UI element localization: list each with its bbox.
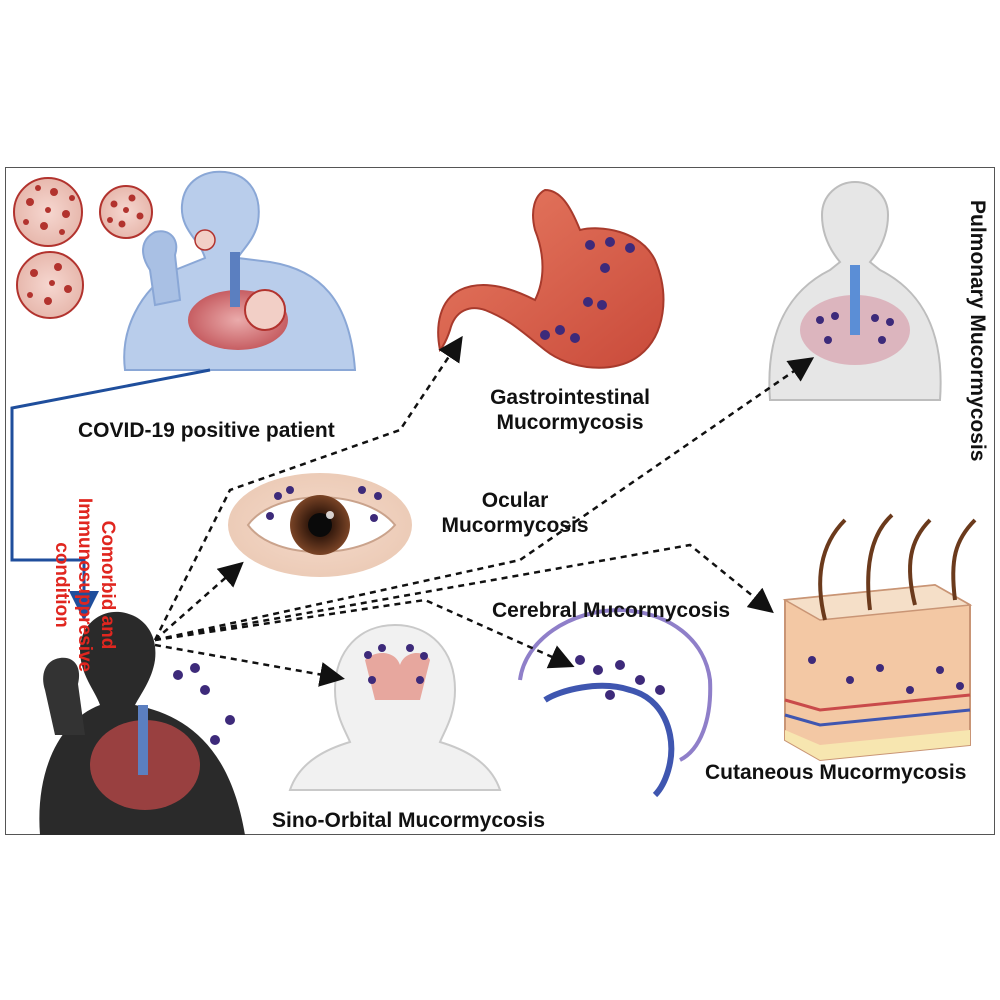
diagram-border [5,167,995,835]
arrow-to-sino-orbital [154,643,345,687]
gastro-label-line2: Mucormycosis [496,411,644,435]
spread-arrows [153,335,815,687]
ocular-label: Ocular Mucormycosis [415,488,615,538]
ocular-label-line1: Ocular [481,489,549,512]
dark-patient-icon [39,611,246,835]
brain-icon [518,607,713,798]
arrow-to-cerebral [154,598,575,669]
comorbid-label: Comorbid and Immunosuppresive condition [51,497,118,673]
sino-orbital-label: Sino-Orbital Mucormycosis [272,809,546,832]
cutaneous-label: Cutaneous Mucormycosis [705,761,967,784]
stomach-icon [437,188,665,369]
eye-icon [228,473,412,577]
covid-patient-label: COVID-19 positive patient [78,419,335,442]
ocular-label-line2: Mucormycosis [441,514,589,538]
coughing-patient-icon [123,170,357,371]
arrow-to-pulmonary [154,357,815,642]
arrow-to-cutaneous [154,543,774,642]
skin-layers-icon [782,513,977,762]
pulmonary-body-icon [768,180,942,401]
gastro-label-line1: Gastrointestinal [490,386,650,409]
cerebral-label: Cerebral Mucormycosis [492,599,731,622]
progression-arrow [10,368,211,621]
pulmonary-label: Pulmonary Mucormycosis [966,200,989,462]
gastro-label: Gastrointestinal Mucormycosis [470,385,670,435]
arrow-to-gastro [153,335,463,641]
virus-icon [13,177,153,319]
arrow-to-ocular [154,561,244,641]
head-icon [288,623,502,791]
